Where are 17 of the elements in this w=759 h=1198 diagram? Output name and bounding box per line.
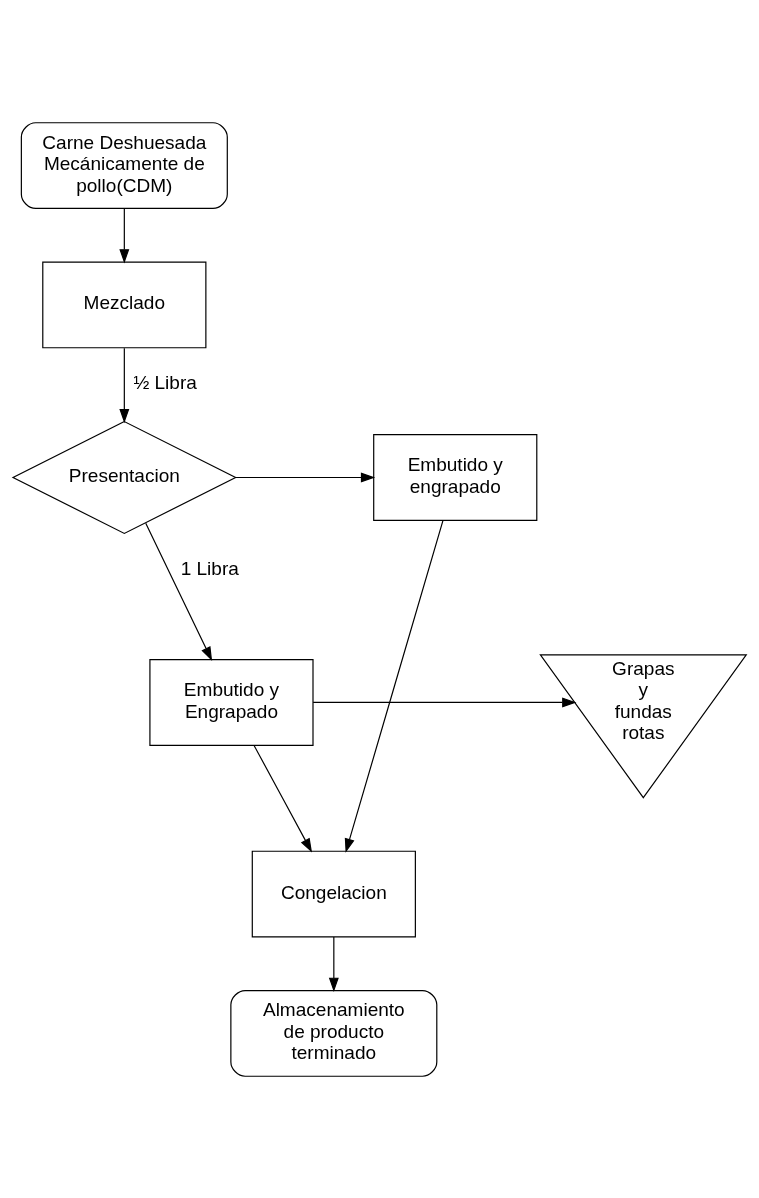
arrow [119,347,130,423]
edge-label: 1 Libra [180,557,239,579]
node-box: Embutido y Engrapado [149,658,314,746]
node-box: Mezclado [42,260,207,348]
arrow [145,522,213,661]
node-box: Embutido y engrapado [373,433,538,521]
arrow [253,744,313,853]
arrow [312,696,577,707]
node-box: Carne Deshuesada Mecánicamente de pollo(CDM) [20,121,228,209]
arrow [119,207,130,263]
node-diamond: Presentacion [11,420,237,534]
arrow [235,472,376,482]
arrow [344,519,444,853]
arrow [328,936,339,992]
node-box: Almacenamiento de producto terminado [230,989,438,1077]
node-box: Congelacion [251,850,416,938]
edge-label: ½ Libra [133,371,197,393]
